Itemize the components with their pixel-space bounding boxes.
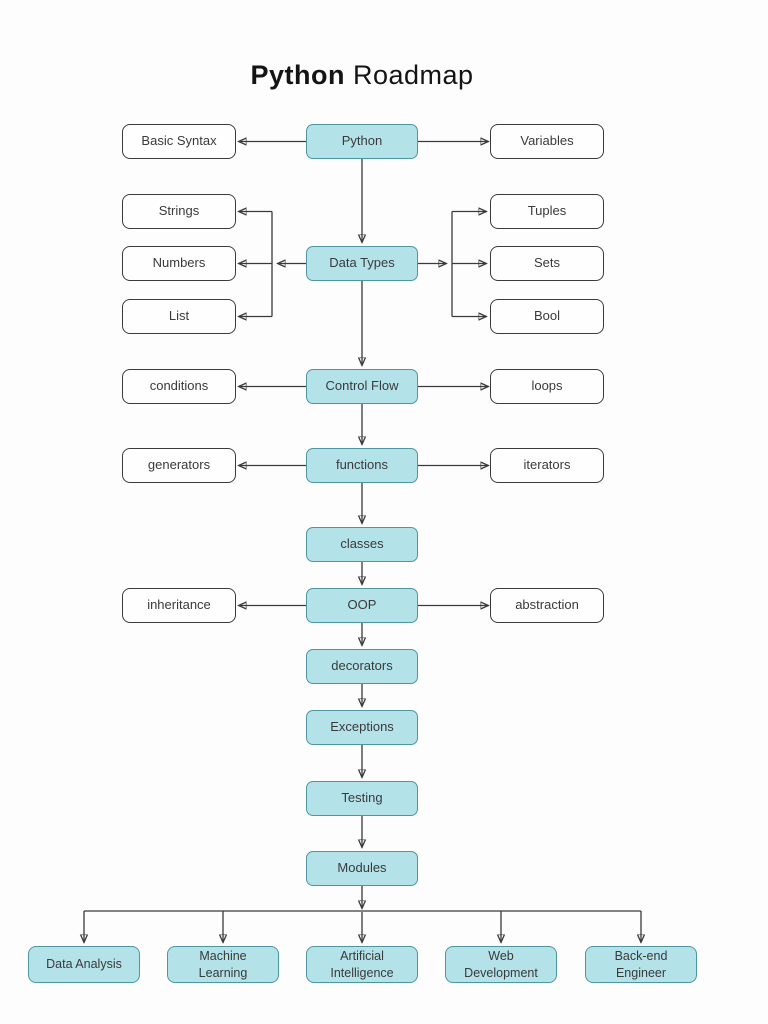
node-artificial-intelligence: Artificial Intelligence [306, 946, 418, 983]
node-basic-syntax: Basic Syntax [122, 124, 236, 159]
node-list: List [122, 299, 236, 334]
node-web-development: Web Development [445, 946, 557, 983]
node-python: Python [306, 124, 418, 159]
node-loops: loops [490, 369, 604, 404]
node-classes: classes [306, 527, 418, 562]
node-machine-learning: Machine Learning [167, 946, 279, 983]
node-data-types: Data Types [306, 246, 418, 281]
title-rest: Roadmap [344, 60, 474, 90]
node-variables: Variables [490, 124, 604, 159]
node-functions: functions [306, 448, 418, 483]
node-bool: Bool [490, 299, 604, 334]
node-sets: Sets [490, 246, 604, 281]
node-oop: OOP [306, 588, 418, 623]
node-modules: Modules [306, 851, 418, 886]
diagram-title: Python Roadmap [0, 60, 724, 91]
node-back-end-engineer: Back-end Engineer [585, 946, 697, 983]
node-decorators: decorators [306, 649, 418, 684]
title-emphasis: Python [250, 60, 345, 90]
node-control-flow: Control Flow [306, 369, 418, 404]
node-exceptions: Exceptions [306, 710, 418, 745]
node-iterators: iterators [490, 448, 604, 483]
node-generators: generators [122, 448, 236, 483]
node-strings: Strings [122, 194, 236, 229]
node-testing: Testing [306, 781, 418, 816]
node-tuples: Tuples [490, 194, 604, 229]
node-data-analysis: Data Analysis [28, 946, 140, 983]
node-abstraction: abstraction [490, 588, 604, 623]
node-numbers: Numbers [122, 246, 236, 281]
node-inheritance: inheritance [122, 588, 236, 623]
node-conditions: conditions [122, 369, 236, 404]
